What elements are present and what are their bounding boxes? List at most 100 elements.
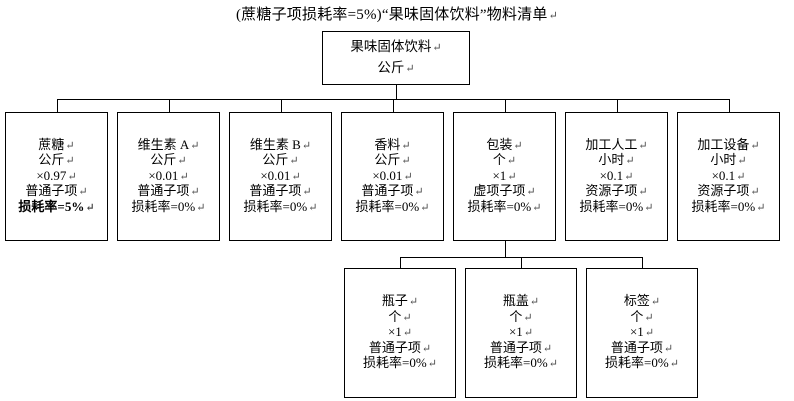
- paragraph-mark-icon: ↵: [548, 10, 558, 22]
- node-line: 损耗率=0%↵: [467, 198, 542, 214]
- paragraph-mark-icon: ↵: [190, 139, 200, 152]
- node-line: 维生素 B↵: [249, 136, 312, 152]
- bom-node-2[interactable]: 维生素 A↵公斤↵×0.01↵普通子项↵损耗率=0%↵: [117, 112, 220, 241]
- paragraph-mark-icon: ↵: [427, 358, 437, 371]
- node-line: 公斤↵: [38, 152, 75, 168]
- diagram-title-text: (蔗糖子项损耗率=5%)“果味固体饮料”物料清单: [236, 7, 548, 23]
- paragraph-mark-icon: ↵: [669, 358, 679, 371]
- node-line: ×0.01↵: [372, 167, 413, 183]
- paragraph-mark-icon: ↵: [526, 186, 536, 199]
- node-line: ×0.1↵: [599, 167, 634, 183]
- node-line: 小时↵: [710, 152, 747, 168]
- paragraph-mark-icon: ↵: [65, 139, 75, 152]
- node-line: 损耗率=0%↵: [131, 198, 206, 214]
- paragraph-mark-icon: ↵: [750, 139, 760, 152]
- connector-vertical: [280, 99, 282, 112]
- bom-subnode-1[interactable]: 瓶子↵个↵×1↵普通子项↵损耗率=0%↵: [344, 268, 456, 398]
- paragraph-mark-icon: ↵: [177, 155, 187, 168]
- node-line: 普通子项↵: [361, 183, 424, 199]
- paragraph-mark-icon: ↵: [78, 186, 88, 199]
- paragraph-mark-icon: ↵: [420, 201, 430, 214]
- node-line: 损耗率=0%↵: [484, 355, 558, 371]
- node-line: 损耗率=0%↵: [579, 198, 654, 214]
- paragraph-mark-icon: ↵: [421, 342, 432, 355]
- paragraph-mark-icon: ↵: [65, 155, 75, 168]
- paragraph-mark-icon: ↵: [513, 139, 523, 152]
- paragraph-mark-icon: ↵: [408, 296, 419, 309]
- node-line: 香料↵: [374, 136, 411, 152]
- paragraph-mark-icon: ↵: [308, 201, 318, 214]
- node-line: 加工人工↵: [585, 136, 648, 152]
- paragraph-mark-icon: ↵: [529, 296, 540, 309]
- paragraph-mark-icon: ↵: [179, 170, 189, 183]
- node-line: 普通子项↵: [137, 183, 200, 199]
- paragraph-mark-icon: ↵: [302, 186, 312, 199]
- connector-vertical: [521, 257, 522, 268]
- node-line: 小时↵: [598, 152, 635, 168]
- bom-node-6[interactable]: 加工人工↵小时↵×0.1↵资源子项↵损耗率=0%↵: [565, 112, 668, 241]
- paragraph-mark-icon: ↵: [289, 155, 299, 168]
- node-line: 标签↵: [623, 293, 661, 309]
- bom-subnode-2[interactable]: 瓶盖↵个↵×1↵普通子项↵损耗率=0%↵: [465, 268, 577, 398]
- node-line: 资源子项↵: [697, 183, 760, 199]
- node-line: ×1↵: [387, 324, 413, 340]
- paragraph-mark-icon: ↵: [644, 201, 654, 214]
- bom-node-5[interactable]: 包装↵个↵×1↵虚项子项↵损耗率=0%↵: [453, 112, 556, 241]
- node-line: 蔗糖↵: [38, 136, 75, 152]
- node-line: 个↵: [630, 308, 654, 324]
- node-line: ×0.01↵: [260, 167, 301, 183]
- node-line: 个↵: [509, 308, 533, 324]
- bom-node-4[interactable]: 香料↵公斤↵×0.01↵普通子项↵损耗率=0%↵: [341, 112, 444, 241]
- node-line: 普通子项↵: [249, 183, 312, 199]
- paragraph-mark-icon: ↵: [638, 186, 648, 199]
- paragraph-mark-icon: ↵: [190, 186, 200, 199]
- paragraph-mark-icon: ↵: [507, 170, 517, 183]
- paragraph-mark-icon: ↵: [625, 155, 635, 168]
- bom-node-7[interactable]: 加工设备↵小时↵×0.1↵资源子项↵损耗率=0%↵: [677, 112, 780, 241]
- node-line: 普通子项↵: [610, 339, 674, 355]
- paragraph-mark-icon: ↵: [736, 170, 746, 183]
- node-line: 瓶子↵: [381, 293, 419, 309]
- paragraph-mark-icon: ↵: [624, 170, 634, 183]
- node-line: 损耗率=0%↵: [355, 198, 430, 214]
- paragraph-mark-icon: ↵: [644, 327, 655, 340]
- paragraph-mark-icon: ↵: [414, 186, 424, 199]
- node-line: ×1↵: [508, 324, 534, 340]
- bom-node-1[interactable]: 蔗糖↵公斤↵×0.97↵普通子项↵损耗率=5%↵: [5, 112, 108, 241]
- node-line: 损耗率=0%↵: [243, 198, 318, 214]
- node-line: 加工设备↵: [697, 136, 760, 152]
- connector-vertical: [56, 99, 58, 112]
- bom-node-root[interactable]: 果味固体饮料↵ 公斤↵: [322, 31, 470, 85]
- node-line: 包装↵: [486, 136, 523, 152]
- node-line: 普通子项↵: [368, 339, 432, 355]
- paragraph-mark-icon: ↵: [291, 170, 301, 183]
- node-line: 公斤↵: [377, 60, 415, 75]
- node-line: 损耗率=0%↵: [605, 355, 679, 371]
- paragraph-mark-icon: ↵: [85, 201, 95, 214]
- connector-vertical: [400, 257, 401, 268]
- connector-vertical: [642, 257, 643, 268]
- node-line: 果味固体饮料↵: [350, 39, 442, 54]
- connector-vertical: [728, 99, 730, 112]
- paragraph-mark-icon: ↵: [401, 139, 411, 152]
- node-line: ×1↵: [492, 167, 517, 183]
- paragraph-mark-icon: ↵: [650, 296, 661, 309]
- paragraph-mark-icon: ↵: [523, 311, 533, 324]
- node-line: 损耗率=0%↵: [691, 198, 766, 214]
- paragraph-mark-icon: ↵: [750, 186, 760, 199]
- node-line: 损耗率=0%↵: [363, 355, 437, 371]
- paragraph-mark-icon: ↵: [542, 342, 553, 355]
- paragraph-mark-icon: ↵: [402, 311, 412, 324]
- node-line: 公斤↵: [262, 152, 299, 168]
- node-line: 虚项子项↵: [473, 183, 536, 199]
- paragraph-mark-icon: ↵: [67, 170, 77, 183]
- bom-subnode-3[interactable]: 标签↵个↵×1↵普通子项↵损耗率=0%↵: [586, 268, 698, 398]
- paragraph-mark-icon: ↵: [532, 201, 542, 214]
- bom-node-3[interactable]: 维生素 B↵公斤↵×0.01↵普通子项↵损耗率=0%↵: [229, 112, 332, 241]
- paragraph-mark-icon: ↵: [506, 155, 517, 168]
- connector-vertical: [504, 241, 506, 257]
- node-line: ×0.97↵: [36, 167, 77, 183]
- node-line: 损耗率=5%↵: [18, 198, 95, 214]
- paragraph-mark-icon: ↵: [756, 201, 766, 214]
